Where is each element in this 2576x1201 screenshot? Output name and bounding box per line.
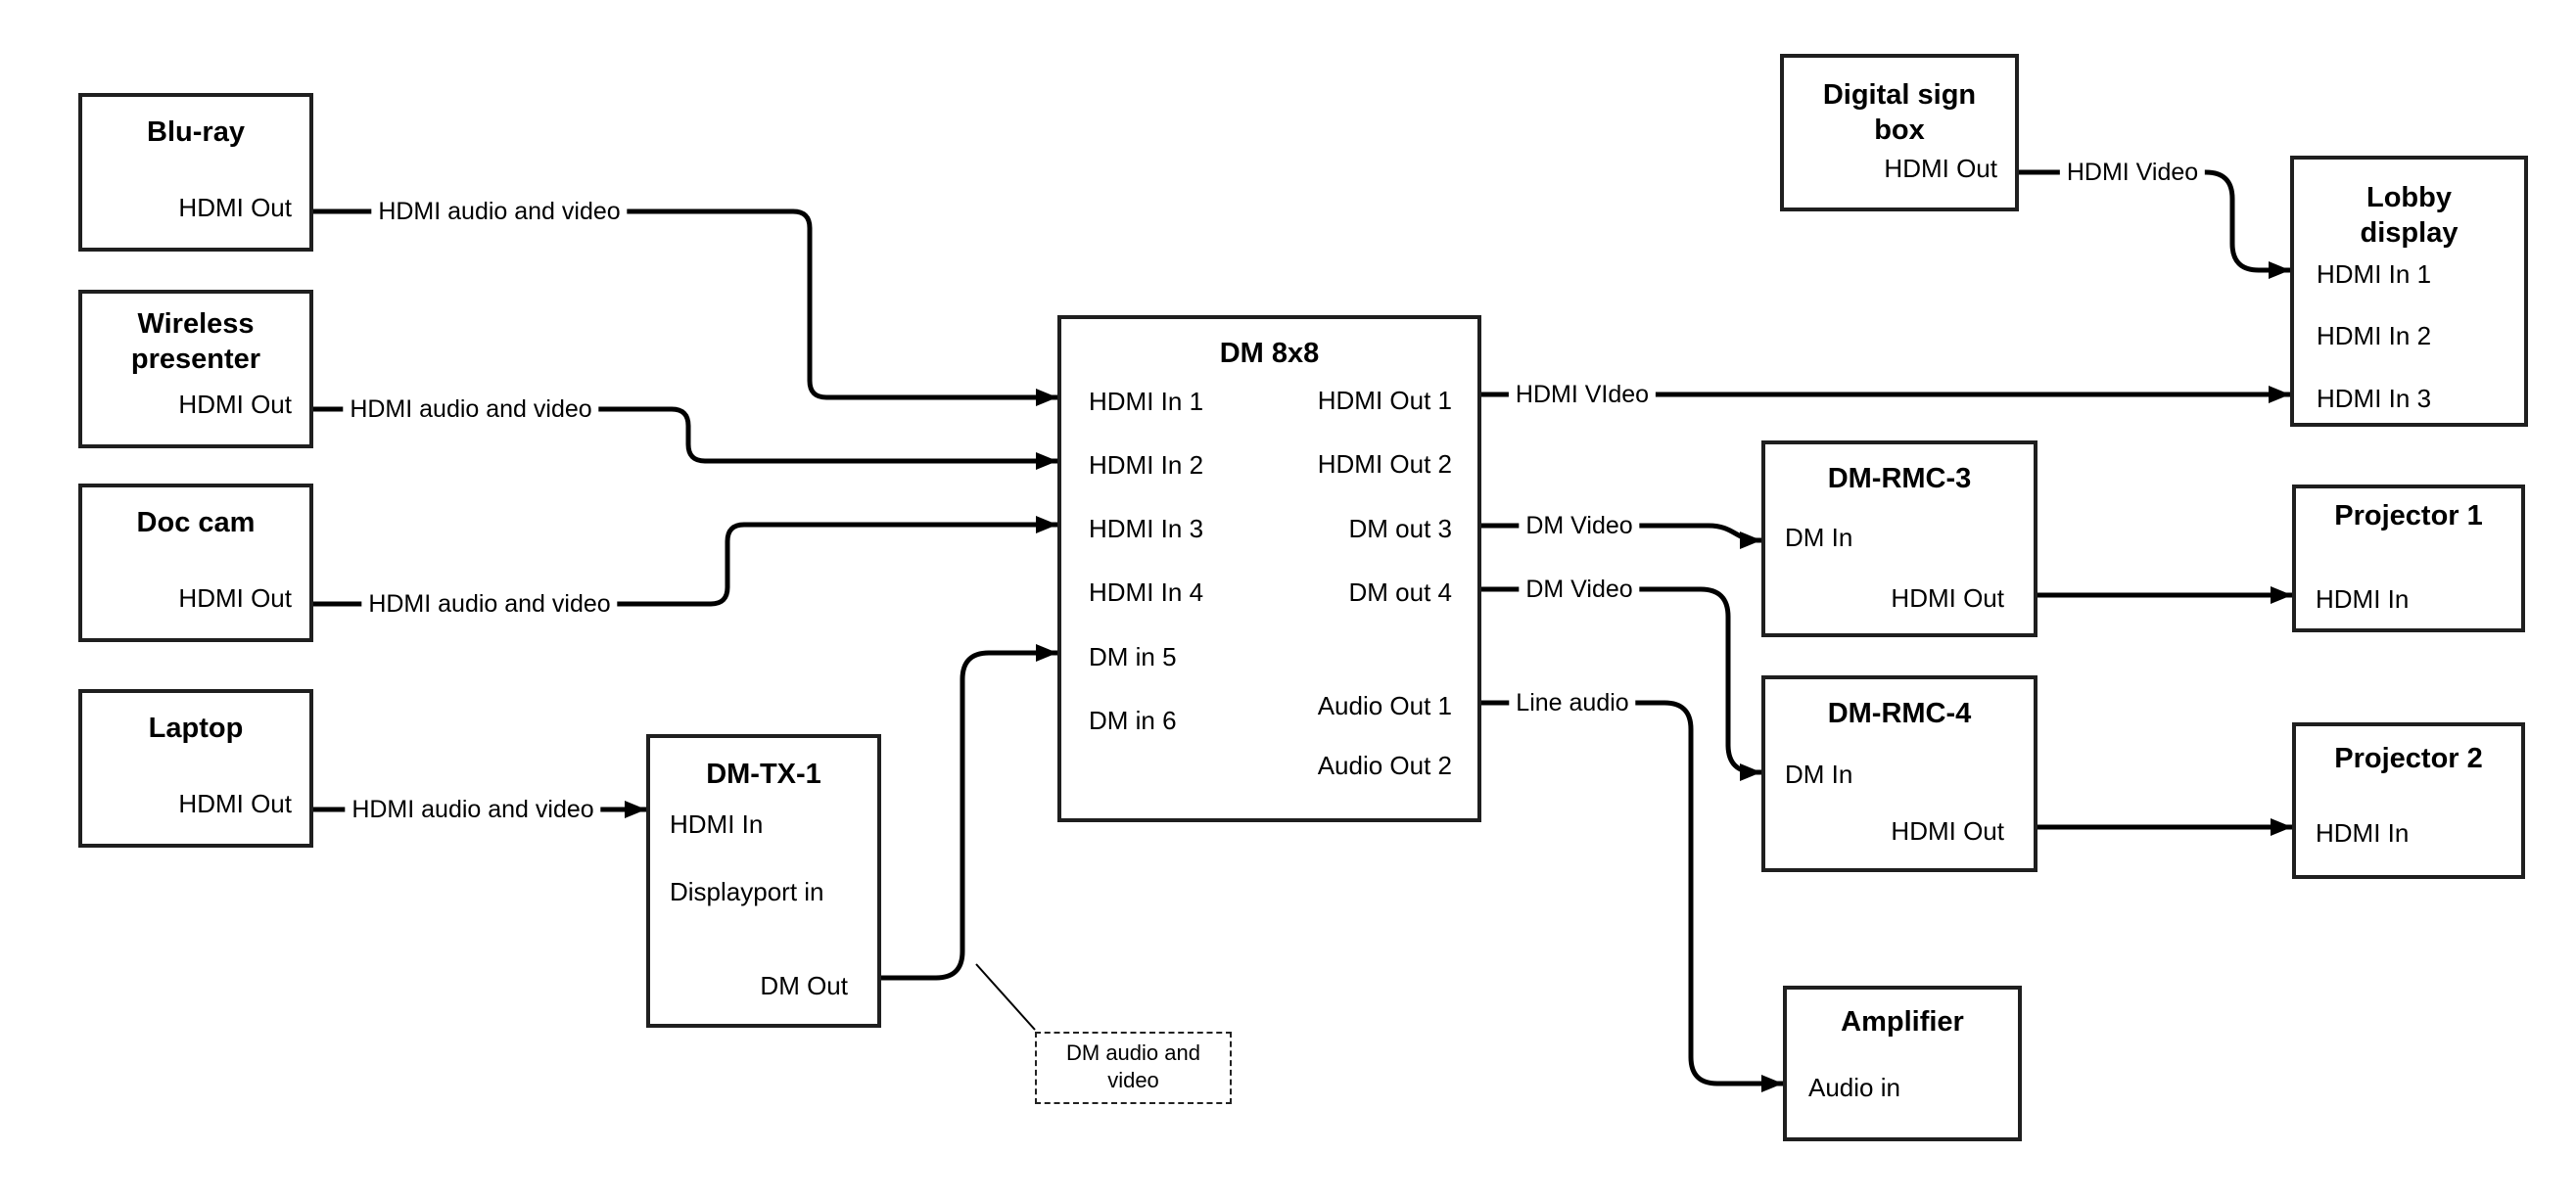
port-dmtx1-dm-out: DM Out [760,971,848,1000]
port-lobby-hdmi-in-2: HDMI In 2 [2317,321,2432,350]
port-dm8x8-dm-out-3: DM out 3 [1348,514,1453,543]
connector-audioout1-to-amplifier [1481,700,1783,1092]
note-callout-line [975,963,1036,1031]
connector-dmout4-to-dmrmc4 [1481,586,1761,781]
port-lobby-hdmi-in-1: HDMI In 1 [2317,259,2432,289]
note-dm-audio-video: DM audio and video [1035,1032,1232,1104]
port-dm8x8-hdmi-in-1: HDMI In 1 [1089,387,1204,416]
connector-label-dm-video-out4: DM Video [1519,575,1640,604]
device-box-bluray: Blu-ray HDMI Out [78,93,313,252]
note-text: DM audio and video [1066,1040,1200,1092]
port-bluray-hdmi-out: HDMI Out [178,193,292,222]
port-dm8x8-hdmi-out-1: HDMI Out 1 [1317,386,1452,415]
port-dmrmc4-hdmi-out: HDMI Out [1891,816,2004,846]
box-title-projector-2: Projector 2 [2334,743,2483,774]
box-title-laptop: Laptop [148,713,244,744]
device-box-dm-rmc-4: DM-RMC-4 DM In HDMI Out [1761,675,2037,872]
device-box-laptop: Laptop HDMI Out [78,689,313,848]
port-dm8x8-hdmi-out-2: HDMI Out 2 [1317,449,1452,479]
port-dmrmc3-hdmi-out: HDMI Out [1891,583,2004,613]
box-title-lobby-display: Lobby display [2360,182,2459,249]
port-dmrmc3-dm-in: DM In [1785,523,1853,552]
connector-digisign-to-lobby [2019,169,2290,279]
connector-bluray-to-dm8x8 [313,208,1057,406]
connector-dmtx1-to-dm8x8 [881,644,1057,981]
box-title-bluray: Blu-ray [147,116,245,148]
connector-label-line-audio: Line audio [1509,688,1636,717]
connector-wireless-to-dm8x8 [313,406,1057,470]
connector-dmout3-to-dmrmc3 [1481,523,1761,549]
connector-label-hdmi-video-out1: HDMI VIdeo [1508,380,1657,409]
connector-label-hdmi-video-digisign: HDMI Video [2059,158,2206,187]
box-title-projector-1: Projector 1 [2334,500,2483,531]
device-box-amplifier: Amplifier Audio in [1783,986,2022,1141]
box-title-dm-8x8: DM 8x8 [1219,338,1320,369]
box-title-dm-rmc-4: DM-RMC-4 [1827,698,1972,729]
connector-doccam-to-dm8x8 [313,516,1057,607]
port-dm8x8-dm-in-6: DM in 6 [1089,706,1177,735]
port-dm8x8-audio-out-1: Audio Out 1 [1317,691,1452,720]
box-title-wireless-presenter: Wireless presenter [130,308,261,375]
box-title-amplifier: Amplifier [1841,1006,1964,1038]
port-amplifier-audio-in: Audio in [1808,1073,1900,1102]
box-title-dm-rmc-3: DM-RMC-3 [1827,463,1972,494]
port-wireless-hdmi-out: HDMI Out [178,390,292,419]
port-dm8x8-dm-out-4: DM out 4 [1348,577,1453,607]
device-box-digital-sign-box: Digital sign box HDMI Out [1780,54,2019,211]
port-lobby-hdmi-in-3: HDMI In 3 [2317,384,2432,413]
connector-label-laptop: HDMI audio and video [345,795,601,824]
connector-label-dm-video-out3: DM Video [1519,511,1640,540]
device-box-lobby-display: Lobby display HDMI In 1 HDMI In 2 HDMI I… [2290,156,2528,427]
box-title-doc-cam: Doc cam [136,507,256,538]
device-box-dm-8x8: DM 8x8 HDMI In 1 HDMI In 2 HDMI In 3 HDM… [1057,315,1481,822]
port-doccam-hdmi-out: HDMI Out [178,583,292,613]
port-dm8x8-hdmi-in-2: HDMI In 2 [1089,450,1204,480]
port-dmtx1-hdmi-in: HDMI In [670,809,764,839]
device-box-dm-rmc-3: DM-RMC-3 DM In HDMI Out [1761,440,2037,637]
connector-label-doccam: HDMI audio and video [361,589,618,619]
port-proj1-hdmi-in: HDMI In [2316,584,2410,614]
port-dm8x8-hdmi-in-4: HDMI In 4 [1089,577,1204,607]
port-digisign-hdmi-out: HDMI Out [1884,154,1997,183]
box-title-dm-tx-1: DM-TX-1 [706,759,821,790]
device-box-projector-1: Projector 1 HDMI In [2292,485,2525,632]
port-dm8x8-dm-in-5: DM in 5 [1089,642,1177,671]
device-box-dm-tx-1: DM-TX-1 HDMI In Displayport in DM Out [646,734,881,1028]
port-proj2-hdmi-in: HDMI In [2316,818,2410,848]
port-dmtx1-displayport-in: Displayport in [670,877,824,906]
port-dm8x8-hdmi-in-3: HDMI In 3 [1089,514,1204,543]
device-box-wireless-presenter: Wireless presenter HDMI Out [78,290,313,448]
port-dmrmc4-dm-in: DM In [1785,760,1853,789]
port-laptop-hdmi-out: HDMI Out [178,789,292,818]
connector-label-wireless: HDMI audio and video [343,394,599,424]
box-title-digital-sign-box: Digital sign box [1822,79,1977,146]
connector-label-bluray: HDMI audio and video [371,197,628,226]
device-box-doc-cam: Doc cam HDMI Out [78,484,313,642]
device-box-projector-2: Projector 2 HDMI In [2292,722,2525,879]
port-dm8x8-audio-out-2: Audio Out 2 [1317,751,1452,780]
